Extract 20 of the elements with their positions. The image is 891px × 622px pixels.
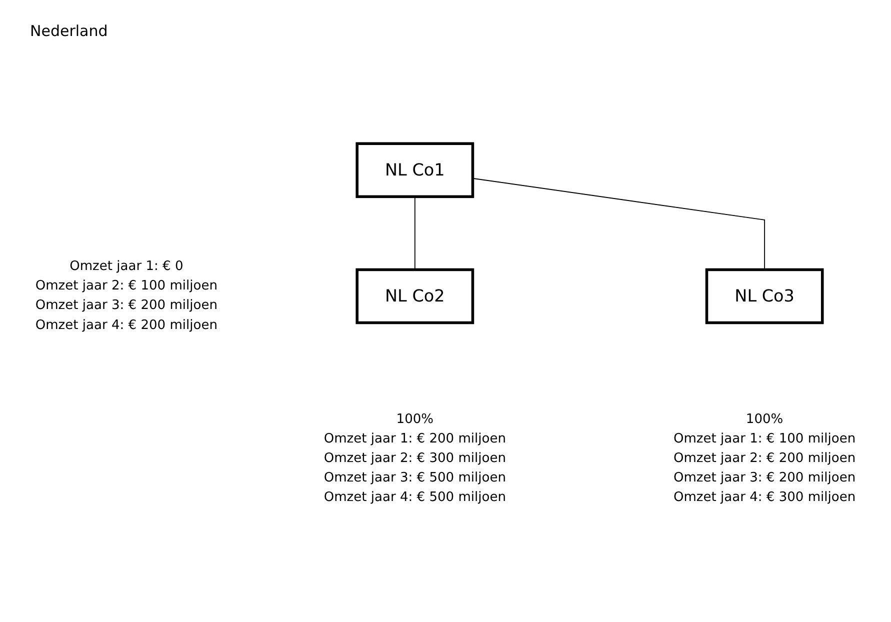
node-label: Omzet jaar 1: € 0 — [70, 258, 184, 274]
node-label: Omzet jaar 4: € 300 miljoen — [673, 490, 856, 505]
node-label: Omzet jaar 3: € 200 miljoen — [35, 298, 218, 313]
node-label: Omzet jaar 2: € 300 miljoen — [324, 450, 506, 466]
region-label: Nederland — [30, 22, 108, 40]
node-label: Omzet jaar 3: € 200 miljoen — [673, 470, 856, 486]
node-label: 100% — [396, 412, 434, 426]
node-box: NL Co3 — [705, 268, 824, 324]
node-label: Omzet jaar 4: € 200 miljoen — [35, 318, 218, 332]
node-label: Omzet jaar 4: € 500 miljoen — [324, 490, 506, 505]
node-label: 100% — [746, 412, 784, 426]
connector — [414, 196, 416, 270]
node-label: Omzet jaar 3: € 500 miljoen — [324, 470, 506, 486]
node-label: Omzet jaar 2: € 100 miljoen — [35, 278, 218, 294]
node-label: Omzet jaar 2: € 200 miljoen — [673, 450, 856, 466]
node-label: Omzet jaar 1: € 100 miljoen — [673, 431, 856, 446]
connector — [472, 178, 766, 270]
node-box: NL Co1 — [356, 142, 474, 198]
node-label: Omzet jaar 1: € 200 miljoen — [324, 431, 506, 446]
node-box: NL Co2 — [356, 268, 474, 324]
